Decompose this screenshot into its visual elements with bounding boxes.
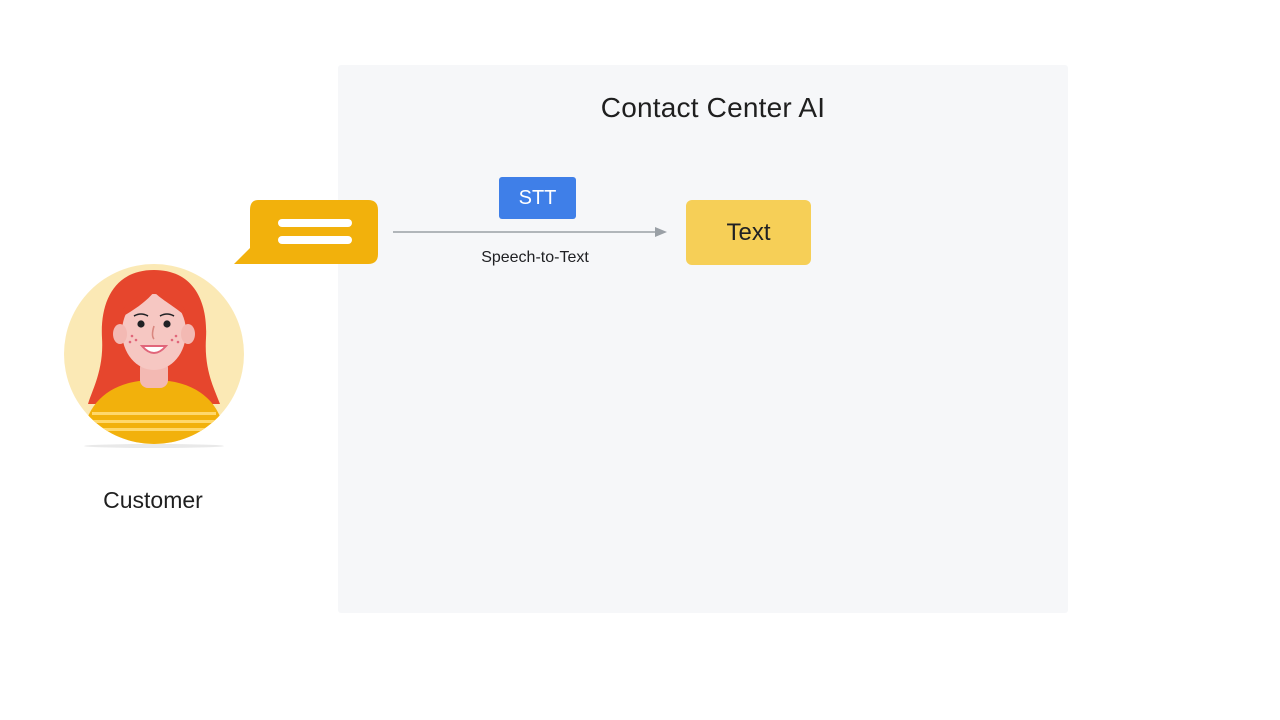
panel-title: Contact Center AI <box>600 92 826 123</box>
stt-chip: STT <box>499 177 576 219</box>
speech-bubble-icon <box>234 200 378 264</box>
customer-label: Customer <box>103 487 203 513</box>
speech-to-text-caption: Speech-to-Text <box>481 249 589 266</box>
text-output-box: Text <box>686 200 811 265</box>
text-output-label: Text <box>726 218 771 246</box>
contact-center-panel <box>338 65 1068 613</box>
customer-avatar-icon <box>64 264 244 448</box>
stt-chip-label: STT <box>518 186 557 209</box>
arrow-right-icon <box>393 227 667 237</box>
